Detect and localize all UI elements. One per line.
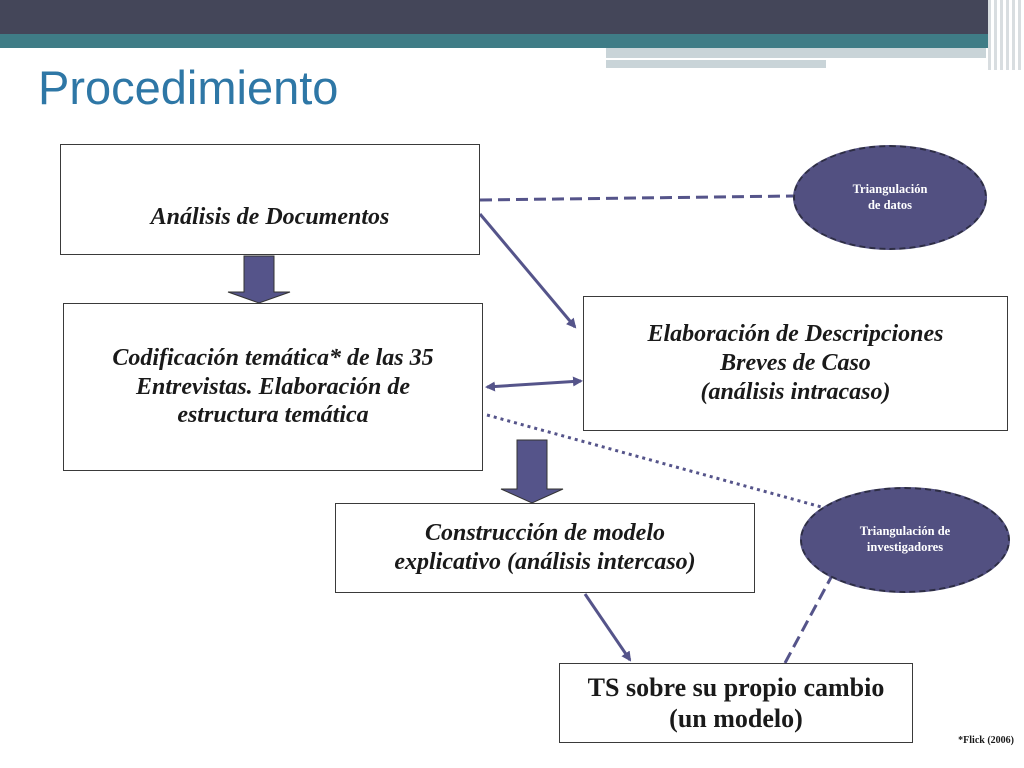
box-cod-line-3: estructura temática <box>177 402 369 429</box>
footnote-citation: *Flick (2006) <box>958 735 1014 746</box>
ell-inv-line-1: Triangulación de <box>859 524 951 539</box>
box-ts-cambio: TS sobre su propio cambio (un modelo) <box>559 663 913 743</box>
dotted-link-cod-investigadores <box>486 413 906 532</box>
arrow-docs-descripciones <box>478 213 577 329</box>
header-bar-dark <box>0 0 1024 34</box>
box-desc-line-1: Elaboración de Descripciones <box>647 321 944 348</box>
box-ts-line-2: (un modelo) <box>669 704 803 733</box>
header-accent-bar-short <box>606 60 826 68</box>
dashed-link-ts-investigadores <box>783 569 837 664</box>
block-arrow-down-1 <box>227 255 291 304</box>
box-desc-line-2: Breves de Caso <box>720 350 871 377</box>
block-arrow-down-2 <box>500 439 564 504</box>
dashed-link-docs-datos <box>479 194 794 202</box>
box-docs-text: Análisis de Documentos <box>150 204 390 231</box>
ellipse-triangulacion-investigadores: Triangulación de investigadores <box>800 487 1010 593</box>
ell-datos-line-2: de datos <box>867 197 913 212</box>
arrow-cod-descripciones <box>485 376 583 392</box>
ell-inv-line-2: investigadores <box>866 540 944 554</box>
box-modelo-line-1: Construcción de modelo <box>424 520 665 547</box>
box-analisis-documentos: Análisis de Documentos <box>60 144 480 255</box>
box-desc-line-3: (análisis intracaso) <box>700 378 891 405</box>
header-bar-teal <box>0 34 1024 48</box>
slide-title: Procedimiento <box>38 61 339 114</box>
box-modelo-explicativo: Construcción de modelo explicativo (anál… <box>335 503 755 593</box>
box-descripciones-caso: Elaboración de Descripciones Breves de C… <box>583 296 1008 431</box>
ell-datos-line-1: Triangulación <box>852 181 928 196</box>
box-cod-line-1: Codificación temática* de las 35 <box>112 344 434 371</box>
box-codificacion-tematica: Codificación temática* de las 35 Entrevi… <box>63 303 483 471</box>
box-modelo-line-2: explicativo (análisis intercaso) <box>394 549 696 575</box>
arrow-modelo-ts <box>583 593 632 662</box>
header-accent-bar <box>606 48 986 58</box>
box-cod-line-2: Entrevistas. Elaboración de <box>135 373 410 400</box>
header-stripes <box>988 0 1024 70</box>
ellipse-triangulacion-datos: Triangulación de datos <box>793 145 987 250</box>
box-ts-line-1: TS sobre su propio cambio <box>587 672 885 702</box>
